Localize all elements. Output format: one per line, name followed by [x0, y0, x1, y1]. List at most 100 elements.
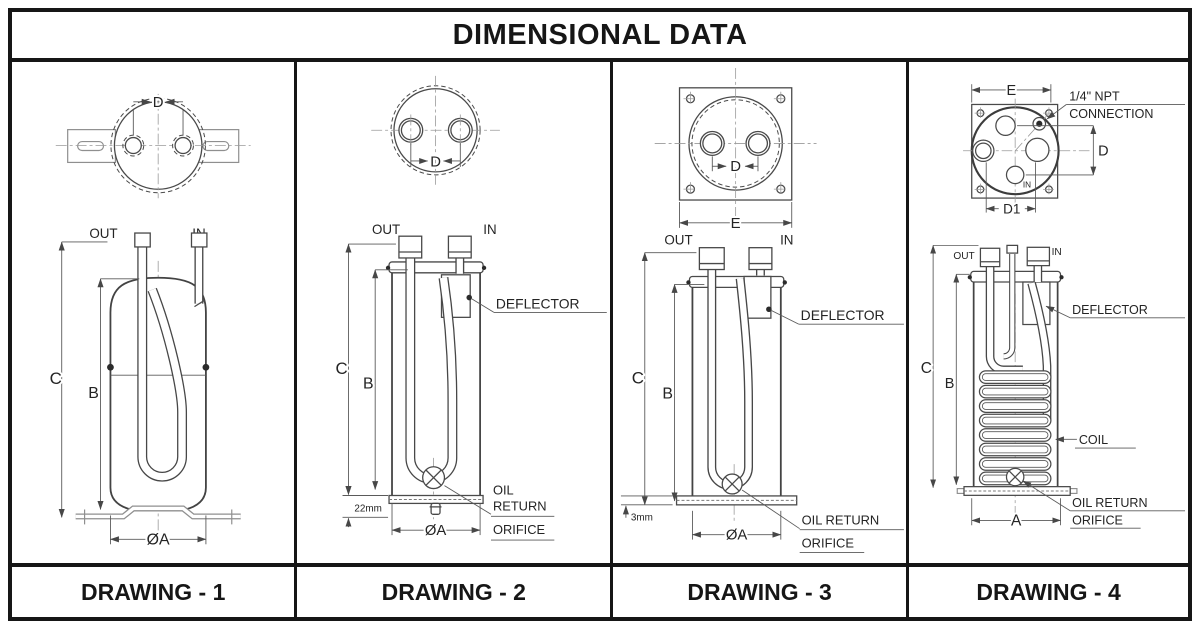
npt-hole	[1032, 116, 1047, 131]
dim-c-label: C	[921, 360, 932, 377]
dim-bottom-offset: 22mm	[342, 485, 389, 528]
deflector-label: DEFLECTOR	[801, 307, 885, 323]
dim-c-label: C	[336, 359, 348, 378]
dim-a-label: ØA	[147, 531, 170, 548]
side-view: OUT IN	[919, 244, 1186, 531]
drawing-1-panel: D OUT IN	[12, 62, 294, 563]
deflector-box	[743, 275, 772, 319]
oil-return-orifice	[1005, 467, 1025, 487]
dim-e: E	[971, 81, 1052, 103]
top-view: D	[55, 93, 251, 199]
vessel-lid	[388, 261, 485, 274]
dim-d: D	[712, 156, 759, 177]
dim-b: B	[361, 269, 409, 491]
dim-b: B	[86, 278, 140, 510]
internal-tubes	[985, 248, 1052, 422]
dim-offset-label: 22mm	[355, 503, 382, 514]
dim-d-label: D	[730, 159, 741, 175]
dim-c-label: C	[50, 369, 62, 388]
dim-c-label: C	[632, 369, 644, 388]
dim-c: C	[48, 241, 108, 518]
dim-b-label: B	[945, 376, 955, 392]
npt-label-2: CONNECTION	[1069, 107, 1153, 121]
drain-stud	[430, 502, 442, 515]
drawing-3-panel: D E OUT IN	[610, 62, 906, 563]
dim-b-label: B	[363, 376, 374, 393]
oil-return-callout: OIL RETURN ORIFICE	[1022, 480, 1186, 529]
out-tube-cap	[698, 247, 726, 271]
dim-bottom-offset: 3mm	[621, 495, 673, 524]
dim-d: D	[410, 143, 462, 172]
caption-drawing-2: DRAWING - 2	[294, 567, 610, 617]
dim-a-label: ØA	[726, 528, 748, 544]
oil-return-label: OIL RETURN	[802, 513, 880, 528]
dim-a: A	[971, 498, 1062, 531]
u-tube	[137, 244, 205, 482]
vent-tube-cap	[1006, 244, 1019, 254]
out-label: OUT	[89, 226, 117, 241]
oil-return-orifice	[721, 473, 743, 495]
oil-return-orifice	[422, 466, 446, 490]
caption-drawing-1: DRAWING - 1	[81, 578, 226, 605]
dim-e: E	[679, 202, 793, 234]
vessel-lid	[970, 270, 1062, 283]
dim-a-label: A	[1011, 512, 1022, 529]
dim-offset-label: 3mm	[631, 513, 653, 524]
orifice-label: ORIFICE	[802, 536, 855, 551]
out-tube-cap	[398, 235, 423, 259]
dim-d-label: D	[153, 95, 164, 111]
caption-row: DRAWING - 1 DRAWING - 2 DRAWING - 3 DRAW…	[12, 563, 1188, 617]
side-view: OUT IN	[334, 222, 608, 541]
dim-b-label: B	[88, 385, 99, 402]
orifice-label: ORIFICE	[493, 522, 546, 537]
dim-e-label: E	[731, 216, 741, 232]
dim-a: ØA	[109, 515, 207, 550]
side-view: OUT IN	[621, 233, 905, 553]
plate-corner-holes	[683, 91, 788, 197]
oil-return-callout: OIL RETURN ORIFICE	[741, 489, 905, 553]
title-bar: DIMENSIONAL DATA	[12, 12, 1188, 62]
deflector-label: DEFLECTOR	[1072, 303, 1148, 317]
dim-b-label: B	[662, 386, 673, 403]
in-label: IN	[484, 222, 497, 237]
drawing-4-panel: E	[906, 62, 1188, 563]
deflector-callout: DEFLECTOR	[471, 295, 608, 313]
deflector-callout: DEFLECTOR	[1045, 303, 1186, 319]
dim-a: ØA	[391, 503, 481, 541]
dim-a-label: ØA	[425, 523, 447, 539]
oil-return-callout: OIL RETURN ORIFICE	[444, 483, 555, 541]
dim-d: D	[1017, 125, 1109, 176]
oil-label-1: OIL	[493, 483, 514, 498]
caption-drawing-3: DRAWING - 3	[610, 567, 906, 617]
dim-c: C	[630, 252, 697, 506]
deflector-label: DEFLECTOR	[496, 295, 580, 311]
dim-c: C	[919, 244, 979, 489]
page-title: DIMENSIONAL DATA	[452, 18, 748, 51]
oil-label-2: RETURN	[493, 498, 547, 513]
out-label: OUT	[665, 233, 693, 248]
in-tube-cap	[190, 232, 208, 248]
npt-label-1: 1/4" NPT	[1069, 90, 1120, 104]
top-view: D E	[654, 67, 817, 234]
out-label: OUT	[372, 222, 400, 237]
out-tube-cap	[979, 247, 1001, 268]
drawing-panels: D OUT IN	[12, 62, 1188, 563]
orifice-label: ORIFICE	[1072, 513, 1123, 527]
dim-b: B	[660, 283, 705, 502]
coil-callout: COIL	[1055, 433, 1136, 449]
caption-drawing-4: DRAWING - 4	[906, 567, 1188, 617]
npt-callout: 1/4" NPT CONNECTION	[1046, 90, 1186, 121]
in-tube-cap	[1026, 246, 1051, 267]
drawing-2-panel: D OUT IN	[294, 62, 610, 563]
dim-d1: D1	[985, 162, 1036, 218]
dim-a: ØA	[692, 510, 782, 546]
dim-d: D	[132, 93, 184, 136]
in-tube-cap	[748, 247, 773, 271]
dim-c: C	[334, 243, 397, 495]
side-view: OUT IN	[48, 226, 241, 550]
out-label: OUT	[953, 251, 974, 262]
dim-d-label: D	[431, 154, 442, 170]
in-label: IN	[780, 233, 793, 248]
deflector-callout: DEFLECTOR	[770, 307, 905, 325]
dim-b: B	[943, 273, 970, 486]
